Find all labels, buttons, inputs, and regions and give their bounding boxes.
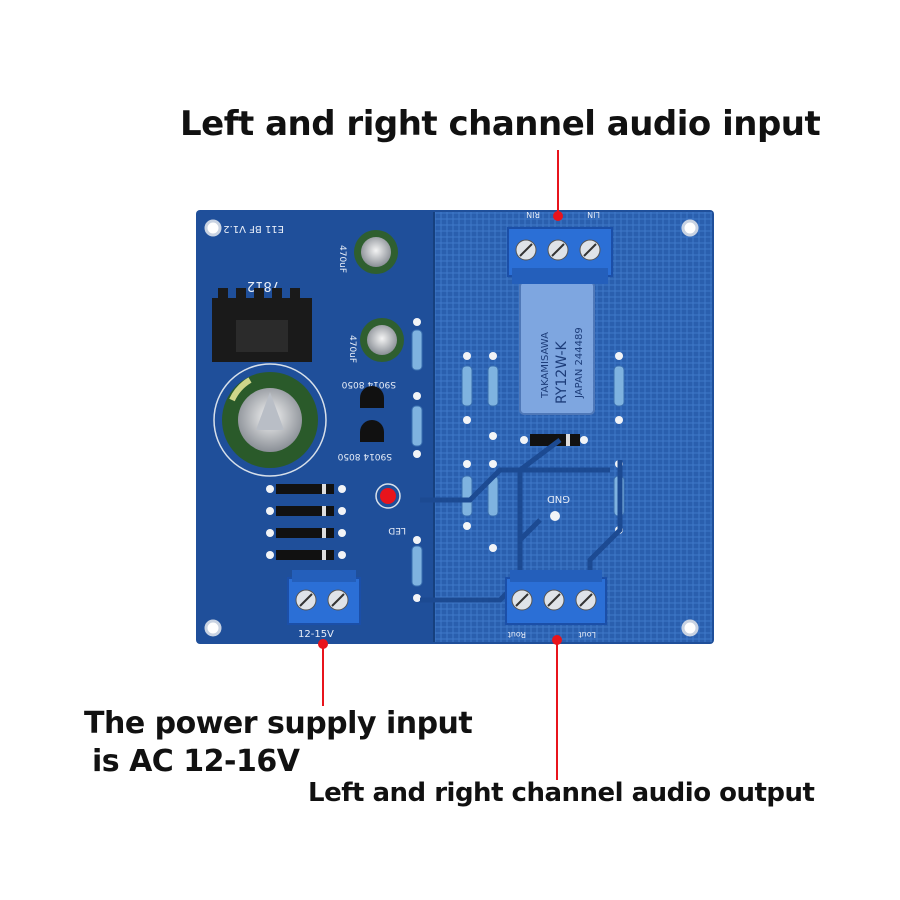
power-input-callout: The power supply input is AC 12-16V bbox=[84, 705, 473, 781]
cap-small-label: 470uF bbox=[337, 245, 347, 273]
right-input-label: RIN bbox=[526, 210, 540, 219]
transistor1-label: S9014 8050 bbox=[341, 379, 396, 389]
audio-input-callout: Left and right channel audio input bbox=[180, 104, 821, 144]
cap-mid-label: 470uF bbox=[347, 335, 357, 363]
relay: TAKAMISAWA RY12W-K JAPAN 244489 bbox=[519, 281, 595, 415]
capacitor-top bbox=[354, 230, 398, 274]
mounting-holes bbox=[204, 219, 699, 637]
gnd-label: GND bbox=[547, 493, 570, 504]
power-callout-line-1: The power supply input bbox=[84, 706, 473, 741]
led-label: LED bbox=[388, 525, 406, 535]
output-terminal bbox=[505, 570, 607, 625]
capacitor-mid bbox=[360, 318, 404, 362]
main-capacitor bbox=[213, 363, 327, 477]
power-terminal-label: 12-15V bbox=[298, 629, 334, 640]
left-output-label: Lout bbox=[579, 630, 596, 639]
input-terminal bbox=[507, 227, 613, 284]
power-callout-line-2: is AC 12-16V bbox=[92, 744, 300, 779]
status-led bbox=[375, 483, 401, 509]
board-version-label: E11 BF V1.2 bbox=[223, 223, 284, 234]
power-pointer bbox=[318, 639, 328, 706]
relay-origin: JAPAN 244489 bbox=[574, 327, 585, 399]
transistors bbox=[360, 386, 384, 442]
relay-diode bbox=[530, 434, 580, 446]
rectifier-diodes bbox=[276, 484, 334, 560]
left-input-label: LIN bbox=[587, 210, 600, 219]
transistor2-label: S9014 8050 bbox=[337, 451, 392, 461]
relay-model: RY12W-K bbox=[554, 340, 570, 404]
resistors bbox=[411, 329, 625, 587]
input-pointer bbox=[553, 150, 563, 221]
power-terminal bbox=[287, 570, 361, 625]
relay-brand: TAKAMISAWA bbox=[540, 332, 551, 399]
right-output-label: Rout bbox=[508, 630, 526, 639]
output-pointer bbox=[552, 635, 562, 780]
regulator-7812 bbox=[212, 288, 312, 362]
solder-pads bbox=[266, 318, 623, 602]
audio-output-callout: Left and right channel audio output bbox=[308, 778, 815, 808]
